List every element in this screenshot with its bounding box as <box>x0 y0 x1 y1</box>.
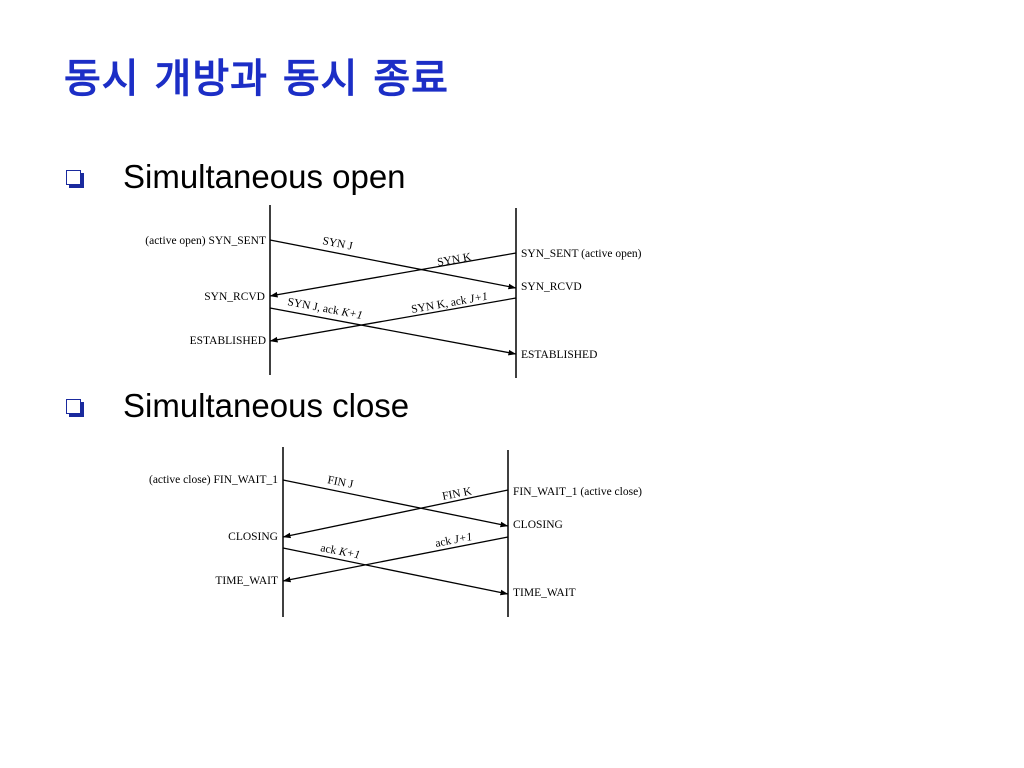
open-label-syn-j: SYN J <box>321 235 354 253</box>
close-label-fin-k: FIN K <box>441 485 473 503</box>
bullet-simultaneous-close: Simultaneous close <box>64 386 409 426</box>
open-arrow-syn-k-ack <box>269 297 517 343</box>
bullet-simultaneous-open: Simultaneous open <box>64 157 406 197</box>
open-label-syn-k-ack: SYN K, ack J+1 <box>410 291 488 316</box>
close-arrow-fin-j <box>282 479 509 528</box>
close-left-state-closing: CLOSING <box>228 531 278 543</box>
close-left-state-fin-wait-1: (active close) FIN_WAIT_1 <box>149 474 278 486</box>
close-right-state-fin-wait-1: FIN_WAIT_1 (active close) <box>513 486 642 498</box>
open-right-state-syn-sent: SYN_SENT (active open) <box>521 248 642 260</box>
bullet-text-open: Simultaneous open <box>123 158 406 195</box>
close-right-state-time-wait: TIME_WAIT <box>513 587 576 599</box>
open-sequence-diagram: (active open) SYN_SENT SYN_RCVD ESTABLIS… <box>145 205 642 378</box>
open-left-state-syn-rcvd: SYN_RCVD <box>204 291 265 303</box>
close-left-state-time-wait: TIME_WAIT <box>215 575 278 587</box>
close-arrow-ack-k <box>282 547 509 596</box>
open-right-state-established: ESTABLISHED <box>521 349 597 361</box>
close-label-ack-j: ack J+1 <box>434 531 473 550</box>
open-label-syn-k: SYN K <box>436 251 472 269</box>
square-bullet-icon <box>66 169 81 185</box>
close-sequence-diagram: (active close) FIN_WAIT_1 CLOSING TIME_W… <box>149 447 642 617</box>
bullet-text-close: Simultaneous close <box>123 387 410 424</box>
slide-title: 동시 개방과 동시 종료 <box>64 56 449 102</box>
open-arrow-syn-j <box>269 239 517 290</box>
close-arrow-ack-j <box>282 536 509 583</box>
open-arrow-syn-k <box>269 252 517 298</box>
square-bullet-icon <box>66 398 81 414</box>
close-label-fin-j: FIN J <box>326 474 354 491</box>
open-left-state-established: ESTABLISHED <box>190 335 266 347</box>
close-label-ack-k: ack K+1 <box>319 542 361 561</box>
close-right-state-closing: CLOSING <box>513 519 563 531</box>
open-arrow-syn-j-ack <box>269 307 517 356</box>
open-right-state-syn-rcvd: SYN_RCVD <box>521 281 582 293</box>
open-left-state-syn-sent: (active open) SYN_SENT <box>145 235 266 247</box>
close-arrow-fin-k <box>282 489 509 539</box>
